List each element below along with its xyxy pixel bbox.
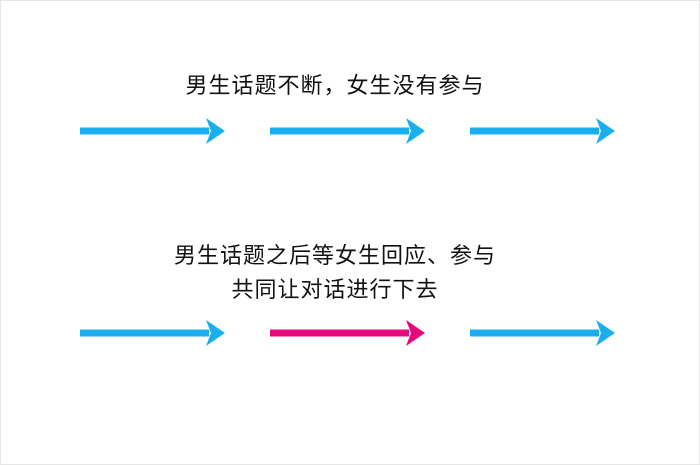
male-turn-arrow xyxy=(80,320,225,346)
male-turn-arrow xyxy=(270,118,425,144)
male-turn-arrow xyxy=(470,320,615,346)
female-turn-arrow xyxy=(270,320,425,346)
male-turn-arrow xyxy=(470,118,615,144)
scenario2-caption-line1: 男生话题之后等女生回应、参与 xyxy=(173,244,496,269)
scenario2-caption-line2: 共同让对话进行下去 xyxy=(231,278,439,303)
male-turn-arrow xyxy=(80,118,225,144)
scenario1-caption: 男生话题不断，女生没有参与 xyxy=(185,74,485,99)
